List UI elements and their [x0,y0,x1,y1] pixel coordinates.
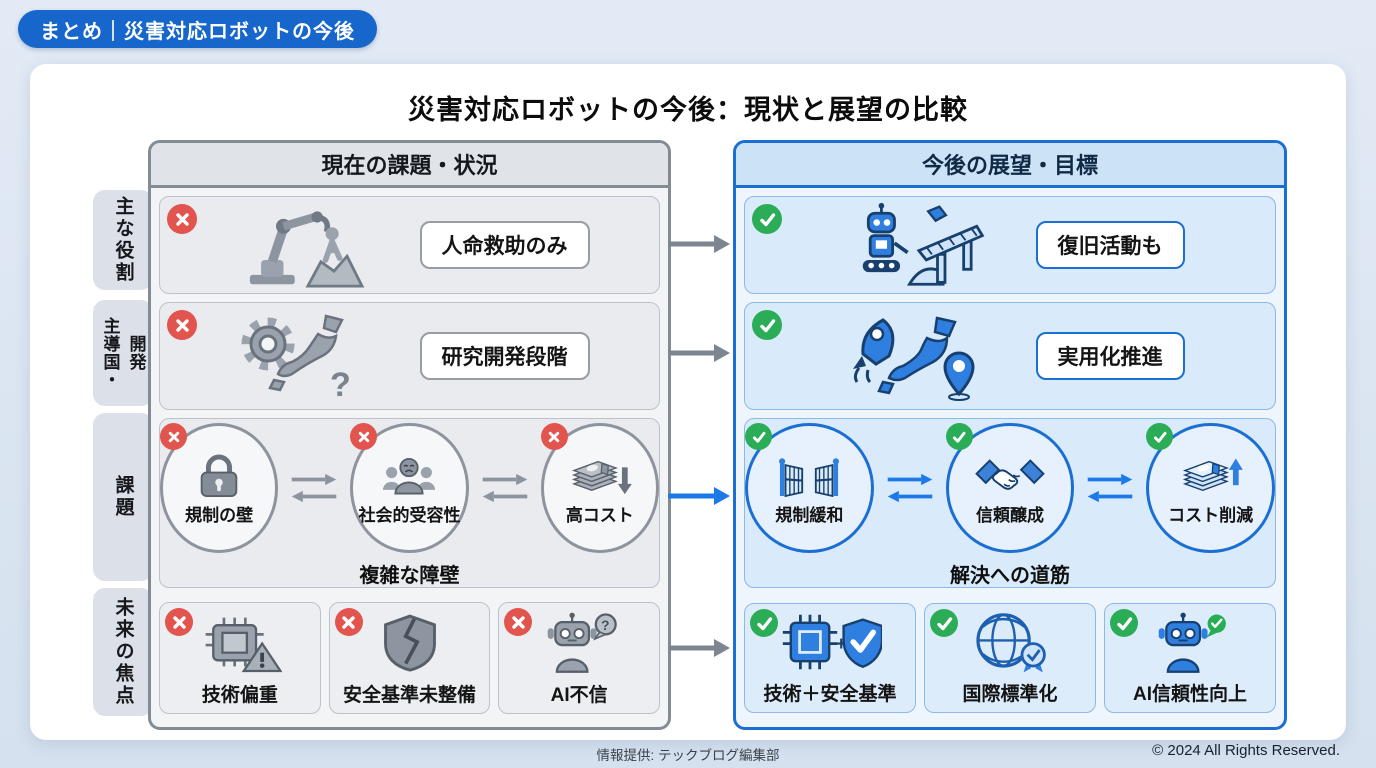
current-issue-acceptance: 社会的受容性 [350,423,469,553]
current-issue-regulation: 規制の壁 [160,423,279,553]
robot-check-icon [1158,612,1226,673]
current-development-cell: ? 研究開発段階 [159,302,660,410]
row-arrow-focus-icon [666,637,732,659]
future-issues-circles: 規制緩和 信頼醸成 [745,423,1276,553]
exchange-arrows-icon [1084,473,1136,503]
people-group-icon [383,457,436,495]
row-label-issues-text: 課題 [112,475,134,519]
rocket-japan-pin-icon [852,316,975,401]
current-focus-tech: 技術偏重 [159,602,321,714]
handshake-icon [975,459,1045,490]
robot-bridge-repair-icon [862,202,984,286]
future-issue-deregulation: 規制緩和 [745,423,874,553]
future-role-cell: 復旧活動も [744,196,1276,294]
svg-text:+: + [836,634,847,655]
chip-plus-shield-icon: + [782,614,882,670]
future-focus-row: + 技術＋安全基準 [744,596,1276,720]
future-issue-trust: 信頼醸成 [945,423,1075,553]
exchange-arrows-icon [479,473,531,503]
future-development-cell: 実用化推進 [744,302,1276,410]
exchange-arrows-icon [884,473,936,503]
future-role-pill: 復旧活動も [1035,221,1185,269]
chip-warning-icon [205,617,282,673]
current-panel: 現在の課題・状況 人命救助のみ [148,140,671,730]
ok-badge [745,423,772,450]
row-label-issues: 課題 [93,413,153,581]
row-arrow-role-icon [666,233,732,255]
footer-credit: 情報提供: テックブログ編集部 [596,748,780,763]
future-panel: 今後の展望・目標 [733,140,1287,730]
ng-badge [334,608,363,636]
ng-badge [167,310,197,340]
ng-badge [167,204,197,234]
exchange-arrows-icon [288,473,340,503]
row-label-development: 開発 主導国・ [93,300,153,406]
current-role-pill: 人命救助のみ [419,221,590,269]
gear-japan-question-icon: ? [241,314,351,402]
robot-arm-rescue-icon [249,211,364,288]
ok-badge [930,609,958,637]
current-issues-cell: 規制の壁 [159,418,660,588]
future-development-pill: 実用化推進 [1035,332,1185,380]
row-arrow-development-icon [666,342,732,364]
summary-badge: まとめ｜災害対応ロボットの今後 [18,10,377,48]
gate-open-icon [779,458,840,498]
ok-badge [750,609,778,637]
shield-broken-icon [383,614,436,672]
row-label-role: 主な役割 [93,190,153,290]
globe-medal-icon [976,613,1046,673]
current-focus-safety: 安全基準未整備 [328,602,491,714]
current-focus-ai: ? AI不信 [498,602,661,714]
ng-badge [504,608,533,636]
row-label-future-focus-text: 未来の焦点 [112,597,134,707]
robot-question-icon: ? [547,612,617,673]
row-label-development-text: 開発 主導国・ [100,317,146,389]
summary-badge-label: まとめ｜災害対応ロボットの今後 [40,20,355,43]
money-down-icon [571,460,632,495]
ok-badge [1110,609,1138,637]
ng-badge [350,423,378,450]
current-role-cell: 人命救助のみ [159,196,660,294]
row-label-future-focus: 未来の焦点 [93,588,153,716]
lock-icon [200,454,238,498]
svg-text:?: ? [330,366,351,402]
footer-copyright: © 2024 All Rights Reserved. [1152,742,1340,759]
page-title: 災害対応ロボットの今後：現状と展望の比較 [408,95,968,125]
ok-badge [752,204,782,234]
current-issues-caption: 複雑な障壁 [359,565,460,587]
infographic-card: 災害対応ロボットの今後：現状と展望の比較 主な役割 開発 主導国・ 課題 未来の… [30,64,1346,740]
current-panel-header: 現在の課題・状況 [151,143,668,188]
future-issue-cost-reduction: コスト削減 [1146,423,1276,553]
svg-text:?: ? [601,618,609,633]
ng-badge [165,608,193,636]
future-panel-body: 復旧活動も 実用化推進 [736,188,1284,727]
current-focus-row: 技術偏重 安全基準未整備 [159,596,661,720]
current-development-pill: 研究開発段階 [419,332,590,380]
ng-badge [540,423,568,450]
ok-badge [752,310,782,340]
future-issues-caption: 解決への道筋 [950,565,1070,587]
future-focus-ai-trust: AI信頼性向上 [1104,603,1276,713]
current-panel-body: 人命救助のみ ? 研究開発段階 [151,188,668,727]
ng-badge [160,423,187,450]
future-panel-header: 今後の展望・目標 [736,143,1284,188]
row-label-role-text: 主な役割 [112,196,134,284]
future-issues-cell: 規制緩和 信頼醸成 [744,418,1276,588]
ok-badge [1146,423,1174,450]
current-issue-cost: 高コスト [540,423,659,553]
ok-badge [945,423,973,450]
current-issues-circles: 規制の壁 [160,423,659,553]
money-up-icon [1182,458,1243,492]
future-focus-standardization: 国際標準化 [924,603,1096,713]
row-arrow-issues-icon [666,485,732,507]
future-focus-tech-safety: + 技術＋安全基準 [744,603,916,713]
